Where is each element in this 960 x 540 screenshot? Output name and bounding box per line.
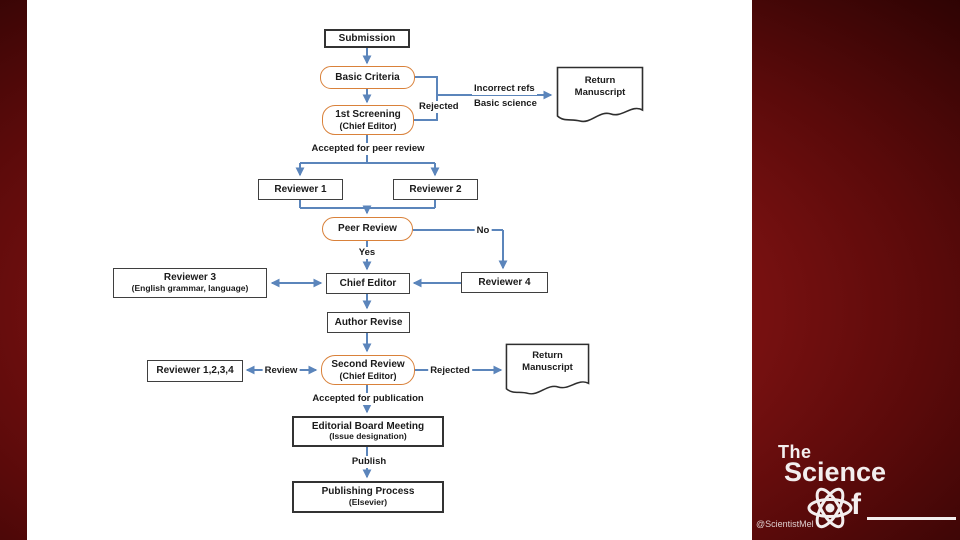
- node-sublabel: (Elsevier): [348, 496, 388, 507]
- edge-label-review: Review: [262, 365, 300, 377]
- node-reviewer-3: Reviewer 3 (English grammar, language): [113, 268, 267, 298]
- edge-label-basic-science: Basic science: [472, 98, 539, 110]
- edge-label-publish: Publish: [349, 456, 389, 468]
- node-editorial-board-meeting: Editorial Board Meeting (Issue designati…: [292, 416, 444, 447]
- node-label: 1st Screening: [335, 109, 401, 121]
- node-label: Reviewer 4: [478, 276, 531, 288]
- node-author-revise: Author Revise: [327, 312, 410, 333]
- node-sublabel: (Issue designation): [329, 431, 407, 442]
- edge-label-rejected-bottom: Rejected: [428, 365, 472, 377]
- node-label: Reviewer 2: [409, 183, 462, 195]
- logo-blank-underscore: [867, 517, 956, 520]
- logo-word-of-suffix: f: [851, 488, 861, 521]
- node-label: Submission: [338, 32, 396, 44]
- node-submission: Submission: [324, 29, 410, 48]
- edge-label-no: No: [474, 225, 492, 237]
- doc-label-line2: Manuscript: [522, 361, 573, 373]
- node-label: Author Revise: [334, 316, 403, 328]
- node-label: Reviewer 1: [274, 183, 327, 195]
- node-sublabel: (Chief Editor): [339, 120, 397, 131]
- node-chief-editor: Chief Editor: [326, 273, 410, 294]
- document-shape-icon: [505, 343, 590, 395]
- node-second-review: Second Review (Chief Editor): [321, 355, 415, 385]
- node-label: Peer Review: [338, 223, 397, 235]
- edge-label-yes: Yes: [356, 247, 378, 259]
- credit-handle: @ScientistMel: [756, 519, 814, 529]
- node-peer-review: Peer Review: [322, 217, 413, 241]
- doc-label-line1: Return: [584, 75, 616, 86]
- node-label: Basic Criteria: [335, 71, 400, 83]
- node-label: Publishing Process: [321, 486, 415, 498]
- document-shape-icon: [556, 66, 644, 123]
- node-reviewer-4: Reviewer 4: [461, 272, 548, 293]
- node-return-manuscript-top: Return Manuscript: [556, 66, 644, 126]
- atom-icon: [807, 487, 853, 529]
- doc-label-line2: Manuscript: [574, 86, 626, 98]
- edge-label-rejected-top: Rejected: [417, 101, 461, 113]
- doc-label-line1: Return: [532, 350, 563, 361]
- node-sublabel: (Chief Editor): [339, 370, 397, 381]
- edge-label-accepted-for-publication: Accepted for publication: [310, 393, 426, 405]
- edge-label-incorrect-refs: Incorrect refs: [472, 83, 537, 95]
- node-basic-criteria: Basic Criteria: [320, 66, 415, 89]
- node-label: Editorial Board Meeting: [311, 420, 425, 432]
- node-publishing-process: Publishing Process (Elsevier): [292, 481, 444, 513]
- node-reviewer-1: Reviewer 1: [258, 179, 343, 200]
- edge-label-accepted-for-peer-review: Accepted for peer review: [309, 143, 427, 155]
- node-label: Reviewer 3: [163, 272, 217, 284]
- node-label: Chief Editor: [339, 277, 397, 289]
- node-label: Second Review: [331, 359, 405, 371]
- node-return-manuscript-bottom: Return Manuscript: [505, 343, 590, 398]
- logo-word-science: Science: [784, 457, 887, 487]
- node-reviewer-1234: Reviewer 1,2,3,4: [147, 360, 243, 382]
- node-label: Reviewer 1,2,3,4: [156, 365, 234, 377]
- node-sublabel: (English grammar, language): [131, 282, 249, 293]
- node-reviewer-2: Reviewer 2: [393, 179, 478, 200]
- logo-word-the: The: [778, 442, 812, 462]
- node-first-screening: 1st Screening (Chief Editor): [322, 105, 414, 135]
